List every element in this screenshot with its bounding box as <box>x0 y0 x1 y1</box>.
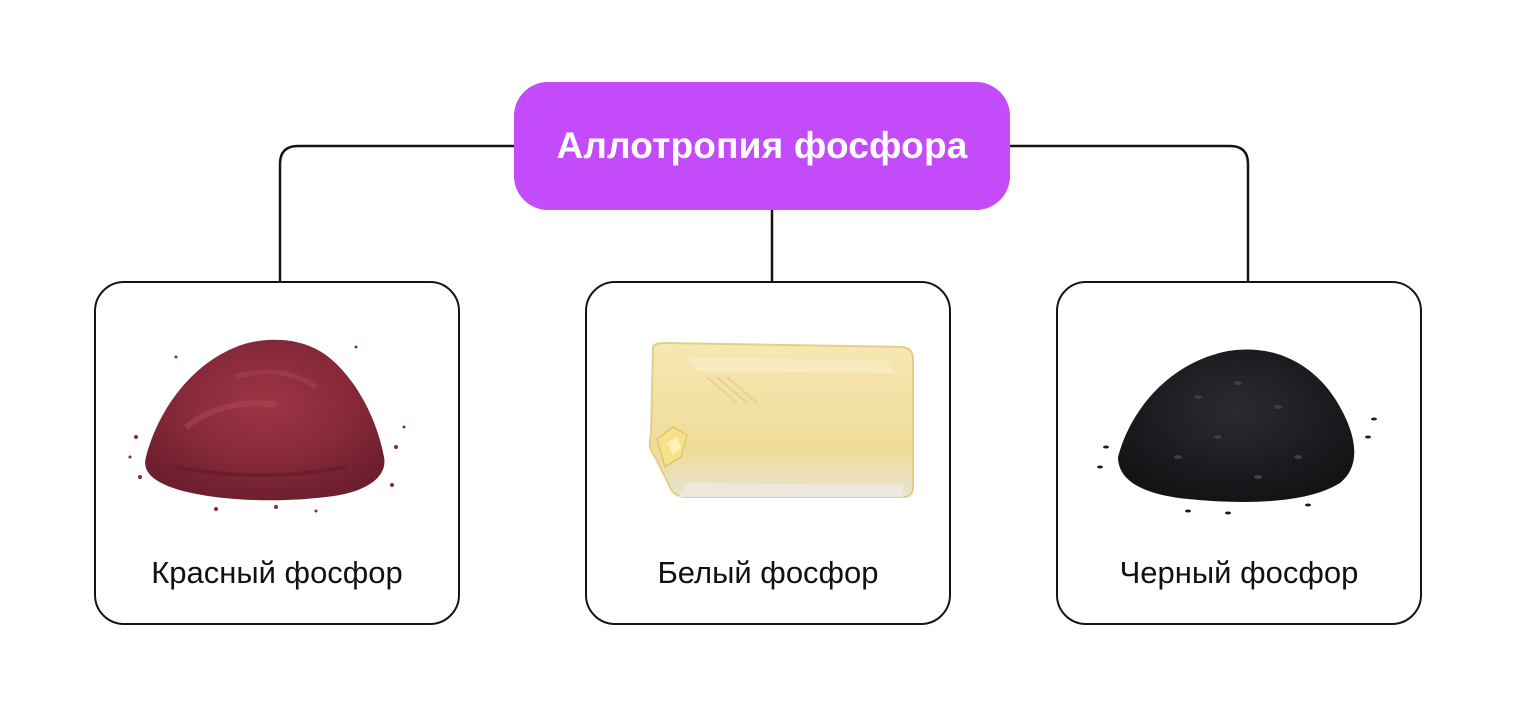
black-phosphorus-image <box>1097 349 1377 515</box>
white-phosphorus-image <box>648 341 914 498</box>
card-black-phosphorus: Черный фосфор <box>1056 281 1422 625</box>
connector-left <box>278 144 514 281</box>
card-label: Черный фосфор <box>1119 555 1359 590</box>
card-white-phosphorus: Белый фосфор <box>585 281 951 625</box>
card-label: Красный фосфор <box>151 555 403 590</box>
root-title: Аллотропия фосфора <box>556 125 968 166</box>
card-red-phosphorus: Красный фосфор <box>94 281 460 625</box>
connector-right <box>1010 144 1250 281</box>
card-label: Белый фосфор <box>657 555 879 590</box>
red-phosphorus-image <box>128 339 406 513</box>
root-node: Аллотропия фосфора <box>514 82 1010 210</box>
